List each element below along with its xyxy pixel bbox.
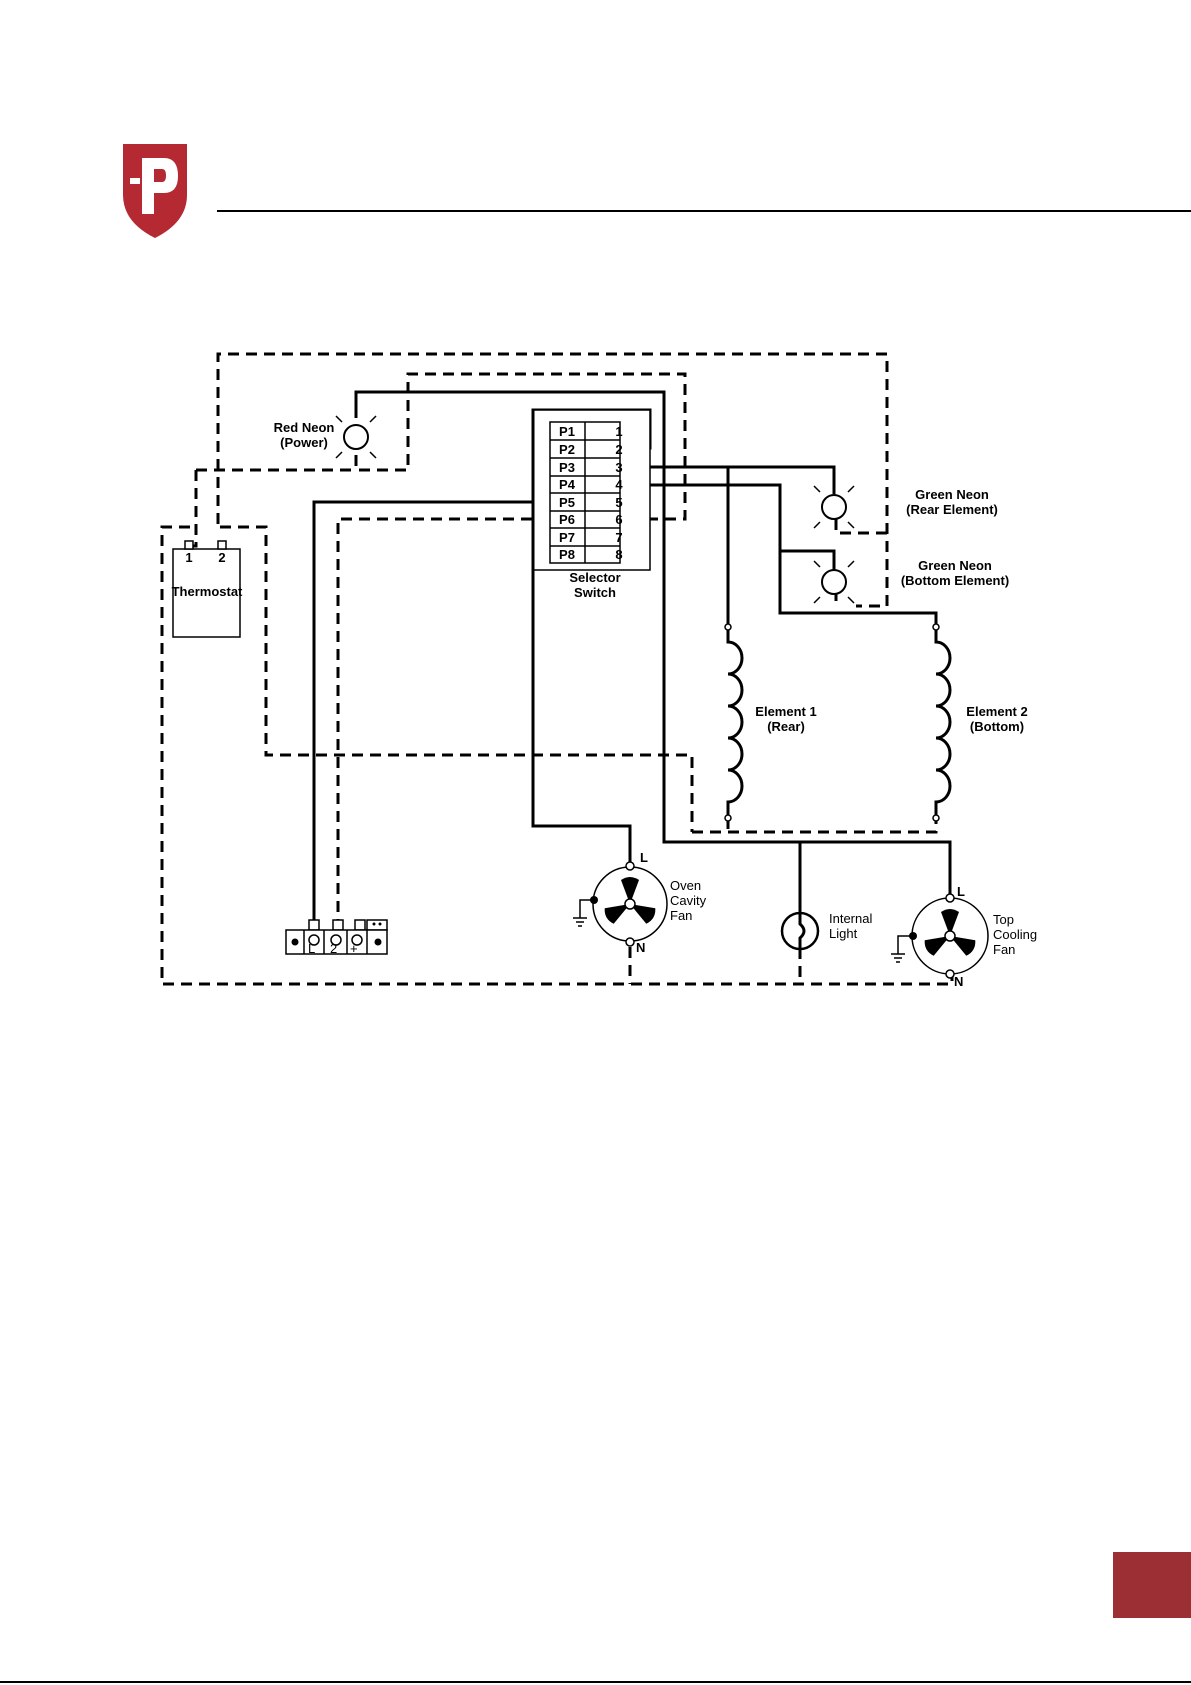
element-1-coil: [725, 624, 742, 821]
switch-row-n4: 4: [615, 477, 623, 492]
terminal-block-mark-1: L: [308, 941, 315, 956]
internal-light-icon: [782, 913, 818, 949]
switch-row-p8: P8: [559, 547, 575, 562]
top-fan-label-line3: Fan: [993, 942, 1015, 957]
switch-row-n8: 8: [615, 547, 622, 562]
internal-light-label-line1: Internal: [829, 911, 872, 926]
selector-switch-label-line1: Selector: [569, 570, 620, 585]
top-fan-live-label: L: [957, 884, 965, 899]
selector-switch-label-line2: Switch: [574, 585, 616, 600]
switch-row-n3: 3: [615, 460, 622, 475]
top-fan-label-line1: Top: [993, 912, 1014, 927]
terminal-block-mark-3: +: [350, 941, 358, 956]
green-neon-rear-label-line1: Green Neon: [915, 487, 989, 502]
oven-cavity-fan-icon: [573, 862, 667, 946]
element-1-label-line1: Element 1: [755, 704, 816, 719]
thermostat-terminal-2: 2: [218, 550, 225, 565]
switch-row-p4: P4: [559, 477, 576, 492]
red-neon-label-line2: (Power): [280, 435, 328, 450]
top-fan-label-line2: Cooling: [993, 927, 1037, 942]
oven-fan-label-line1: Oven: [670, 878, 701, 893]
switch-row-p5: P5: [559, 495, 575, 510]
red-neon-lamp: [336, 416, 376, 458]
footer-rule: [0, 1681, 1191, 1683]
green-neon-bottom-label-line2: (Bottom Element): [901, 573, 1009, 588]
oven-fan-live-label: L: [640, 850, 648, 865]
top-cooling-fan-icon: [891, 894, 988, 978]
switch-row-n2: 2: [615, 442, 622, 457]
terminal-block-mark-2: 2: [330, 941, 337, 956]
thermostat-terminal-1: 1: [185, 550, 192, 565]
element-2-coil: [933, 624, 950, 821]
switch-row-n5: 5: [615, 495, 622, 510]
switch-row-p7: P7: [559, 530, 575, 545]
oven-fan-label-line3: Fan: [670, 908, 692, 923]
green-neon-rear-label-line2: (Rear Element): [906, 502, 998, 517]
oven-fan-label-line2: Cavity: [670, 893, 707, 908]
switch-row-p6: P6: [559, 512, 575, 527]
switch-row-p2: P2: [559, 442, 575, 457]
internal-light-label-line2: Light: [829, 926, 858, 941]
switch-row-n1: 1: [615, 424, 622, 439]
switch-row-n6: 6: [615, 512, 622, 527]
switch-row-p3: P3: [559, 460, 575, 475]
red-neon-label-line1: Red Neon: [274, 420, 335, 435]
green-neon-bottom-label-line1: Green Neon: [918, 558, 992, 573]
switch-row-n7: 7: [615, 530, 622, 545]
selector-switch: [533, 410, 650, 570]
top-fan-neutral-label: N: [954, 974, 963, 989]
page-corner-block: [1113, 1552, 1191, 1618]
element-1-label-line2: (Rear): [767, 719, 805, 734]
element-2-label-line2: (Bottom): [970, 719, 1024, 734]
switch-row-p1: P1: [559, 424, 575, 439]
thermostat-label: Thermostat: [172, 584, 243, 599]
element-2-label-line1: Element 2: [966, 704, 1027, 719]
oven-fan-neutral-label: N: [636, 940, 645, 955]
